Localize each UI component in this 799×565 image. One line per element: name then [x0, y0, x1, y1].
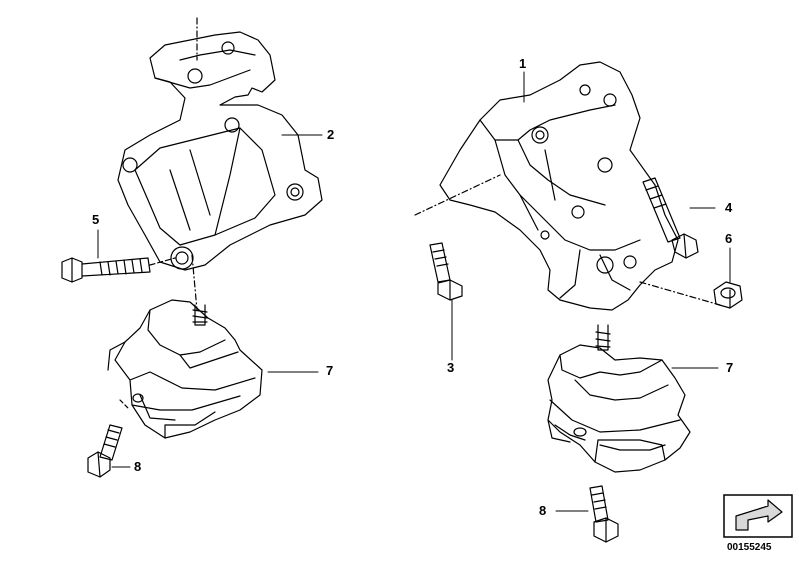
- callout-5: 5: [92, 212, 100, 227]
- right-bolt-part-8: [589, 485, 619, 543]
- callout-1: 1: [519, 56, 527, 71]
- bolt-part-3: [429, 242, 463, 301]
- bolt-part-5: [61, 257, 176, 283]
- leader-lines: [97, 71, 731, 512]
- nut-part-6: [713, 281, 743, 309]
- right-bracket-part-1: [414, 61, 721, 311]
- left-bracket-part-2: [117, 17, 323, 311]
- bolt-part-4: [642, 177, 699, 259]
- callout-7-left: 7: [326, 363, 334, 378]
- callout-7-right: 7: [726, 360, 734, 375]
- navigation-arrow-icon: [723, 494, 793, 538]
- callout-4: 4: [725, 200, 733, 215]
- callout-2: 2: [327, 127, 335, 142]
- left-engine-mount-part-7: [107, 299, 263, 439]
- callout-8-left: 8: [134, 459, 142, 474]
- callout-6: 6: [725, 231, 733, 246]
- diagram-reference-number: 00155245: [727, 542, 772, 553]
- callout-8-right: 8: [539, 503, 547, 518]
- callout-3: 3: [447, 360, 455, 375]
- right-engine-mount-part-7: [547, 324, 691, 473]
- left-bolt-part-8: [87, 424, 123, 478]
